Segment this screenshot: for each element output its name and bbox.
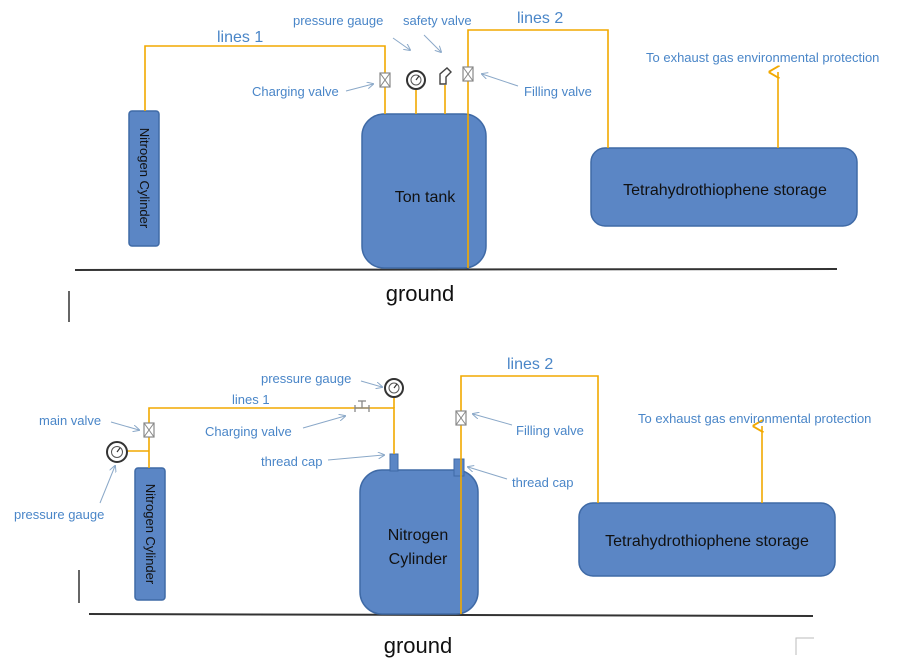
bottom-thread-cap-right-pointer [468, 467, 508, 480]
top-ton-tank-label: Ton tank [395, 189, 456, 206]
thread-cap-icon [453, 458, 465, 477]
bottom-pressure-gauge-left-pointer [99, 466, 115, 504]
valve-icon [462, 66, 474, 82]
top-ground-label: ground [386, 281, 455, 306]
bottom-filling-valve-pointer [473, 414, 513, 426]
top-diagram: ground Nitrogen Cylinder Ton tank Tetrah… [68, 10, 879, 322]
pressure-gauge-icon [384, 378, 404, 398]
top-storage-tank [590, 147, 858, 227]
bottom-lines2-label: lines 2 [507, 356, 553, 373]
top-storage-label: Tetrahydrothiophene storage [623, 182, 827, 199]
top-lines2-label: lines 2 [517, 10, 563, 27]
bottom-storage-tank [578, 502, 836, 577]
bottom-nitrogen-cylinder-small-label: Nitrogen Cylinder [143, 484, 158, 585]
bottom-corner-mark [795, 637, 814, 655]
bottom-main-valve-label: main valve [39, 413, 101, 428]
top-lines2-pipe [467, 29, 609, 268]
pressure-gauge-icon [406, 70, 426, 90]
top-lines1-pipe [144, 45, 386, 114]
bottom-charging-valve-pointer [302, 416, 345, 429]
bottom-main-valve-pointer [110, 421, 139, 430]
bottom-diagram: ground Nitrogen Cylinder Nitrogen Cylind… [14, 356, 871, 658]
bottom-lines2-pipe [460, 375, 599, 614]
bottom-pressure-gauge-top-label: pressure gauge [261, 371, 351, 386]
top-exhaust-label: To exhaust gas environmental protection [646, 50, 879, 65]
top-pressure-gauge-label: pressure gauge [293, 13, 383, 28]
bottom-charging-valve-label: Charging valve [205, 424, 292, 439]
bottom-storage-label: Tetrahydrothiophene storage [605, 533, 809, 550]
top-pressure-gauge-pointer [392, 37, 410, 50]
bottom-nitrogen-cylinder-big-line1: Nitrogen [388, 527, 448, 544]
bottom-nitrogen-cylinder-big [359, 469, 479, 615]
bottom-thread-cap-left-pointer [327, 455, 384, 461]
bottom-thread-cap-right-label: thread cap [512, 475, 573, 490]
safety-valve-icon [439, 67, 452, 85]
top-ton-tank [361, 113, 487, 269]
bottom-ground-line [88, 613, 814, 617]
bottom-filling-valve-label: Filling valve [516, 423, 584, 438]
top-filling-valve-pointer [482, 74, 519, 87]
bottom-exhaust-label: To exhaust gas environmental protection [638, 411, 871, 426]
top-safety-valve-pointer [423, 34, 441, 52]
bottom-pressure-gauge-top-pointer [360, 380, 382, 387]
top-charging-valve-label: Charging valve [252, 84, 339, 99]
bottom-nitrogen-cylinder-big-line2: Cylinder [389, 551, 448, 568]
top-charging-valve-pointer [345, 84, 373, 92]
top-nitrogen-cylinder-label: Nitrogen Cylinder [137, 128, 152, 229]
valve-icon [354, 400, 370, 412]
top-safety-valve-label: safety valve [403, 13, 472, 28]
top-lines1-label: lines 1 [217, 29, 263, 46]
valve-icon [379, 72, 391, 88]
bottom-pressure-gauge-left-label: pressure gauge [14, 507, 104, 522]
top-filling-valve-label: Filling valve [524, 84, 592, 99]
pressure-gauge-icon [106, 441, 128, 463]
valve-icon [455, 410, 467, 426]
top-nitrogen-cylinder [128, 110, 160, 247]
bottom-nitrogen-cylinder-small [134, 467, 166, 601]
valve-icon [143, 422, 155, 438]
bottom-lines1-label: lines 1 [232, 392, 270, 407]
top-ground-line [74, 268, 838, 271]
thread-cap-icon [389, 453, 399, 472]
bottom-lines1-pipe [148, 407, 395, 468]
bottom-thread-cap-left-label: thread cap [261, 454, 322, 469]
bottom-ground-label: ground [384, 633, 453, 658]
